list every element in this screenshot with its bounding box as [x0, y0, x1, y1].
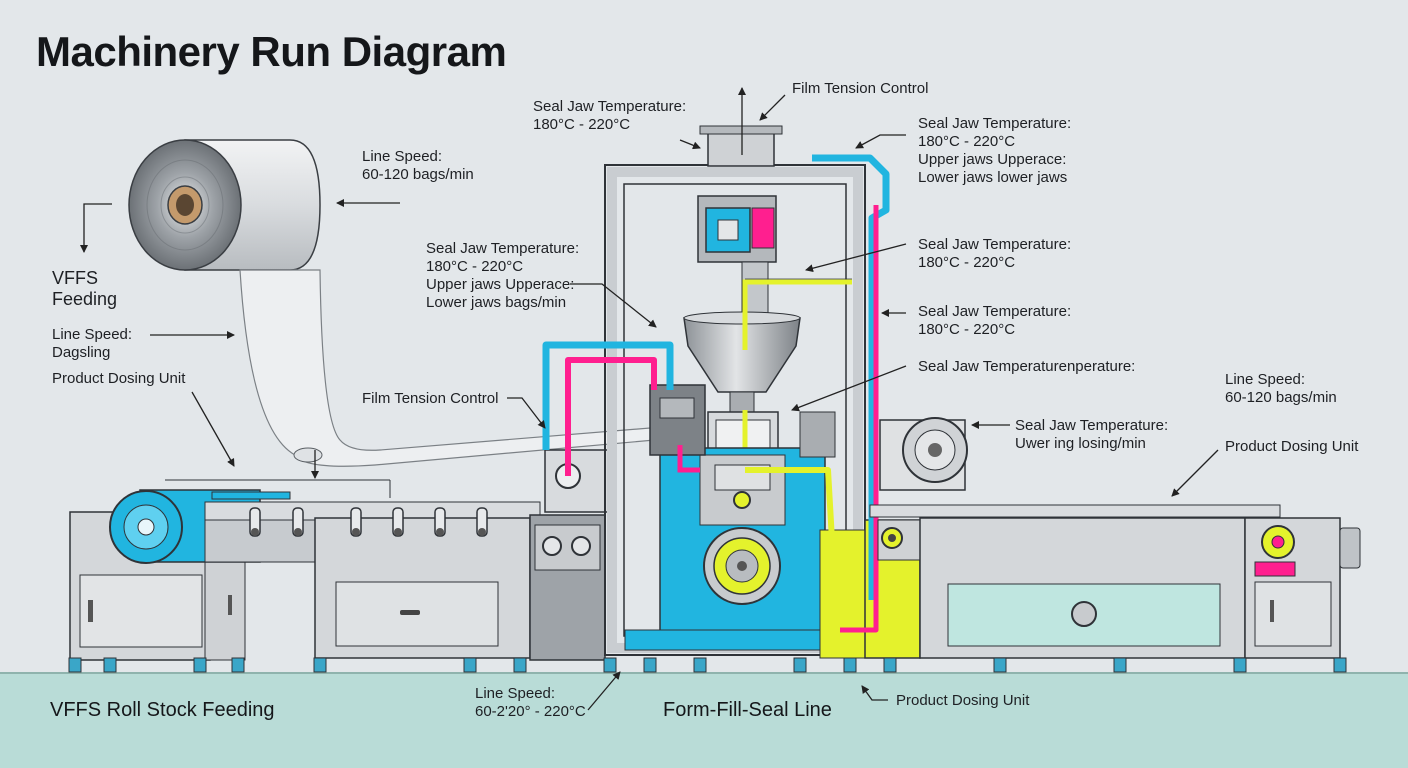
page-title: Machinery Run Diagram: [36, 28, 507, 75]
machine-foot: [1333, 657, 1347, 673]
machine-foot: [1233, 657, 1247, 673]
machine-foot: [1113, 657, 1127, 673]
leader-arrows: [80, 87, 1219, 711]
machine-foot: [883, 657, 897, 673]
outfeed-unit: [869, 417, 1361, 659]
machine-foot: [843, 657, 857, 673]
machine-foot: [193, 657, 207, 673]
conveyor-clip: [350, 507, 362, 537]
lime-pipe: [745, 467, 835, 541]
machine-foot: [993, 657, 1007, 673]
conveyor-clip: [249, 507, 261, 537]
machine-foot: [68, 657, 82, 673]
film-roll: [128, 139, 321, 271]
floor: [0, 673, 1408, 768]
label-form-fill-seal-line: Form-Fill-Seal Line: [663, 699, 832, 721]
machine-foot: [103, 657, 117, 673]
label-product-dosing-left: Product Dosing Unit: [52, 370, 186, 387]
label-film-tension-mid: Film Tension Control: [362, 390, 499, 407]
machine-foot: [463, 657, 477, 673]
machine-feet: [68, 657, 1347, 673]
gear-box: [529, 449, 616, 661]
label-line-speed-roll: Line Speed: 60-120 bags/min: [362, 148, 474, 183]
label-seal-mid-left: Seal Jaw Temperature: 180°C - 220°C Uppe…: [426, 240, 580, 311]
forming-base: [624, 384, 921, 659]
label-line-speed-bottom: Line Speed: 60-2'20° - 220°C: [475, 685, 586, 720]
magenta-pipe-right: [840, 205, 879, 633]
conveyor-clip: [476, 507, 488, 537]
machine-foot: [313, 657, 327, 673]
magenta-pipe-left: [565, 357, 657, 476]
machine-foot: [693, 657, 707, 673]
machine-foot: [793, 657, 807, 673]
conveyor-clip: [434, 507, 446, 537]
label-product-dosing-right: Product Dosing Unit: [1225, 438, 1359, 455]
label-seal-right-4: Seal Jaw Temperature: Uwer ing losing/mi…: [1015, 417, 1169, 452]
film-web: [239, 269, 656, 467]
cyan-pipe-left: [542, 341, 674, 450]
label-seal-top-right: Seal Jaw Temperature: 180°C - 220°C Uppe…: [918, 115, 1072, 186]
label-seal-right-2: Seal Jaw Temperature: 180°C - 220°C: [918, 303, 1072, 338]
conveyor-clip: [292, 507, 304, 537]
lime-tube: [742, 279, 852, 350]
label-seal-right-3: Seal Jaw Temperaturenperature:: [918, 358, 1136, 375]
label-seal-right-1: Seal Jaw Temperature: 180°C - 220°C: [918, 236, 1072, 271]
label-vffs-feeding: VFFS Feeding: [52, 268, 118, 309]
label-line-speed-right: Line Speed: 60-120 bags/min: [1225, 371, 1337, 406]
label-product-dosing-bottom: Product Dosing Unit: [896, 692, 1030, 709]
label-line-speed-left: Line Speed: Dagsling: [52, 326, 133, 361]
label-roll-stock-feeding: VFFS Roll Stock Feeding: [50, 699, 275, 721]
machine-foot: [231, 657, 245, 673]
conveyor-clip: [392, 507, 404, 537]
machine-foot: [513, 657, 527, 673]
label-seal-top-left: Seal Jaw Temperature: 180°C - 220°C: [533, 98, 687, 133]
machine-foot: [643, 657, 657, 673]
cyan-pipe-right: [812, 154, 890, 600]
conveyor-left: [165, 479, 541, 659]
label-film-tension-top: Film Tension Control: [792, 80, 929, 97]
machine-foot: [603, 657, 617, 673]
